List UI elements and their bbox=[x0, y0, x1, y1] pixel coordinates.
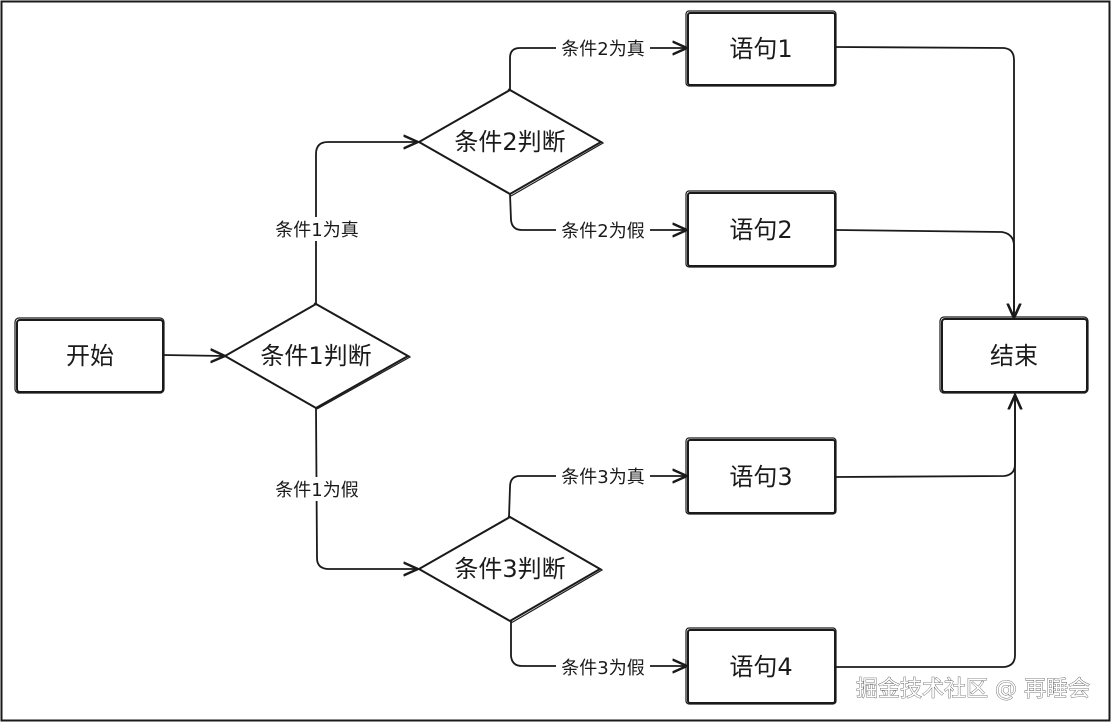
edge-label-cond2-false: 条件2为假 bbox=[561, 221, 644, 242]
node-cond1[interactable]: 条件1判断 bbox=[222, 302, 412, 410]
edge-cond3-to-stmt4 bbox=[510, 621, 687, 666]
edge-cond1-to-cond2 bbox=[315, 142, 418, 304]
node-stmt3[interactable]: 语句3 bbox=[685, 437, 837, 515]
edge-label-cond3-false: 条件3为假 bbox=[561, 658, 644, 679]
node-cond3-label: 条件3判断 bbox=[454, 555, 565, 583]
edges bbox=[162, 46, 1015, 668]
edge-label-cond1-true: 条件1为真 bbox=[275, 220, 358, 241]
watermark: 掘金技术社区 @ 再睡会 bbox=[856, 677, 1090, 702]
node-stmt1[interactable]: 语句1 bbox=[685, 10, 837, 87]
node-end[interactable]: 结束 bbox=[939, 316, 1089, 394]
edge-stmt2-to-end bbox=[835, 229, 1014, 318]
node-stmt4[interactable]: 语句4 bbox=[685, 627, 837, 705]
edge-cond1-to-cond3 bbox=[315, 407, 418, 569]
edge-labels: 条件2为真 条件2为假 条件1为真 条件1为假 条件3为真 条件3为假 bbox=[270, 36, 650, 679]
node-end-label: 结束 bbox=[990, 342, 1038, 370]
node-stmt3-label: 语句3 bbox=[729, 463, 792, 491]
edge-cond2-to-stmt2 bbox=[509, 193, 687, 230]
node-start-label: 开始 bbox=[66, 342, 114, 370]
edge-cond3-to-stmt3 bbox=[508, 476, 687, 518]
edge-label-cond1-false: 条件1为假 bbox=[275, 480, 358, 501]
edge-label-cond2-true: 条件2为真 bbox=[561, 39, 644, 60]
edge-stmt1-to-end bbox=[835, 46, 1014, 318]
node-cond1-label: 条件1判断 bbox=[260, 342, 371, 370]
node-stmt2-label: 语句2 bbox=[729, 216, 792, 244]
node-stmt2[interactable]: 语句2 bbox=[685, 190, 837, 268]
node-start[interactable]: 开始 bbox=[14, 317, 165, 394]
edge-cond2-to-stmt1 bbox=[509, 48, 687, 90]
node-stmt1-label: 语句1 bbox=[729, 35, 792, 63]
edge-start-to-cond1 bbox=[162, 355, 225, 356]
node-cond3[interactable]: 条件3判断 bbox=[416, 515, 604, 624]
node-cond2-label: 条件2判断 bbox=[454, 128, 565, 156]
edge-stmt3-to-end bbox=[835, 395, 1015, 478]
edge-stmt4-to-end bbox=[836, 395, 1015, 668]
node-stmt4-label: 语句4 bbox=[729, 653, 792, 681]
edge-label-cond3-true: 条件3为真 bbox=[561, 467, 644, 488]
node-cond2[interactable]: 条件2判断 bbox=[416, 88, 605, 197]
